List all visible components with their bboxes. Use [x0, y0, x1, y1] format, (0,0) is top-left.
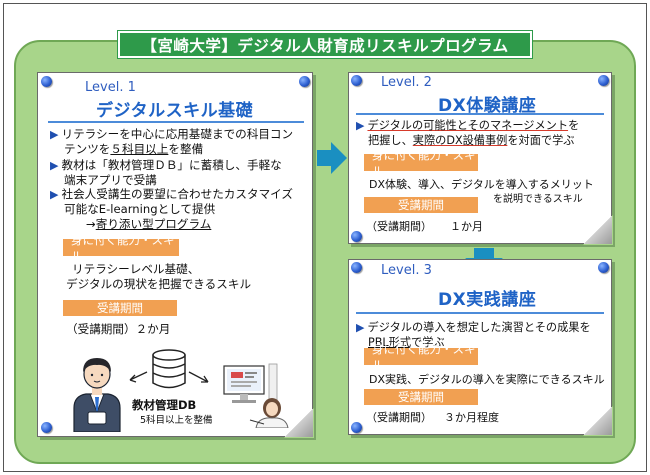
- person-illustration: [73, 358, 121, 432]
- level1-skill-header: 身に付く能力・スキル: [63, 233, 179, 263]
- pushpin-icon: [598, 75, 609, 86]
- bullet-triangle-icon: ▶: [50, 128, 59, 141]
- level3-period-text: （受講期間）３か月程度: [366, 411, 499, 424]
- pushpin-icon: [41, 76, 52, 87]
- level1-bullet-3: ▶社会人受講生の要望に合わせたカスタマイズ 可能なE-learningとして提供…: [50, 187, 293, 231]
- level3-skill-text: DX実践、デジタルの導入を実際にできるスキル: [369, 373, 605, 386]
- level1-bullet-2: ▶教材は「教材管理ＤＢ」に蓄積し、手軽な 端末アプリで受講: [50, 158, 282, 187]
- arrow-right-icon: [188, 371, 209, 383]
- level3-title: DX実践講座: [438, 290, 537, 310]
- bullet-triangle-icon: ▶: [356, 119, 365, 132]
- pushpin-icon: [351, 75, 362, 86]
- pushpin-icon: [299, 76, 310, 87]
- pushpin-icon: [598, 262, 609, 273]
- bullet-triangle-icon: ▶: [50, 159, 59, 172]
- level3-card: [348, 259, 613, 436]
- level1-label: Level. 1: [85, 80, 136, 95]
- level2-label: Level. 2: [381, 75, 432, 90]
- level3-label: Level. 3: [381, 263, 432, 278]
- pushpin-icon: [351, 231, 362, 242]
- level3-divider: [356, 312, 604, 314]
- level1-period-text: （受講期間）２か月: [66, 322, 171, 336]
- level2-divider: [356, 113, 604, 115]
- level1-period-header: 受講期間: [63, 300, 177, 316]
- pushpin-icon: [351, 422, 362, 433]
- level2-period-header: 受講期間: [364, 197, 478, 213]
- level3-bullet: ▶デジタルの導入を想定した演習とその成果を PBL形式で学ぶ: [356, 321, 591, 349]
- database-icon: [152, 349, 186, 389]
- page-title: 【宮崎大学】デジタル人財育成リスキルプログラム: [117, 30, 533, 59]
- level1-skill-text: リテラシーレベル基礎、 デジタルの現状を把握できるスキル: [66, 262, 252, 291]
- level2-title: DX体験講座: [438, 96, 537, 116]
- arrow-right-icon: [317, 142, 347, 174]
- level1-bullet-1: ▶リテラシーを中心に応用基礎までの科目コン テンツを５科目以上を整備: [50, 127, 294, 156]
- arrow-left-icon: [129, 371, 148, 383]
- level2-skill-text: DX体験、導入、デジタルを導入するメリット を説明できるスキル: [369, 178, 594, 205]
- level3-period-header: 受講期間: [364, 389, 478, 405]
- level2-bullet: ▶デジタルの可能性とそのマネージメントを 把握し、実際のDX設備事例を対面で学ぶ: [356, 119, 580, 147]
- level3-skill-header: 身に付く能力・スキル: [364, 342, 478, 372]
- database-label: 教材管理DB: [132, 398, 197, 412]
- computer-learner-illustration: [223, 363, 289, 428]
- database-sublabel: 5科目以上を整備: [140, 415, 213, 426]
- level1-title: デジタルスキル基礎: [96, 101, 254, 121]
- bullet-triangle-icon: ▶: [356, 321, 365, 334]
- level2-period-text: （受講期間）１か月: [366, 220, 483, 233]
- level1-divider: [48, 121, 304, 123]
- bullet-triangle-icon: ▶: [50, 188, 59, 201]
- pushpin-icon: [41, 422, 52, 433]
- pushpin-icon: [351, 262, 362, 273]
- level2-skill-header: 身に付く能力・スキル: [364, 148, 478, 178]
